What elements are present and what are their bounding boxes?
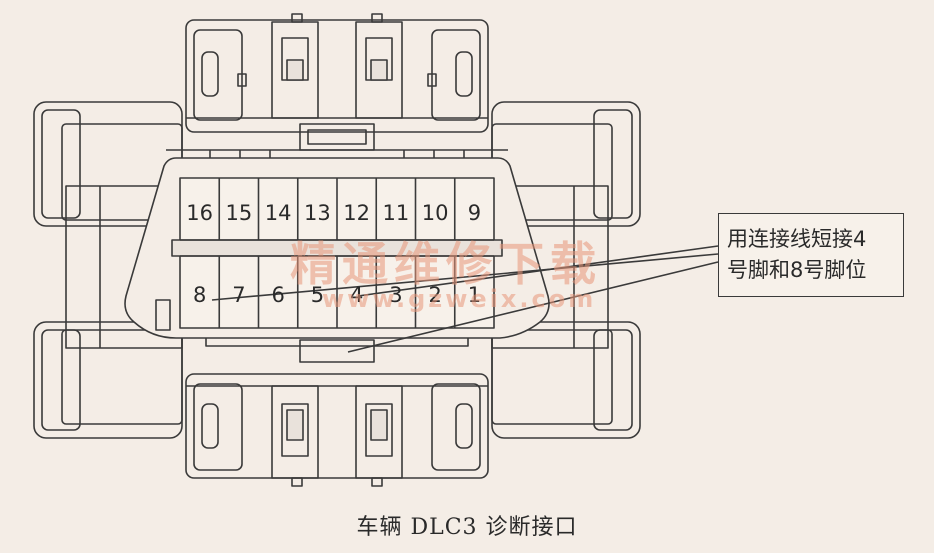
callout-line-1: 用连接线短接4	[727, 227, 867, 251]
pin-label-14: 14	[265, 201, 292, 225]
right-flange	[491, 101, 641, 439]
pin-label-5: 5	[311, 283, 324, 307]
pin-label-11: 11	[383, 201, 410, 225]
pin-label-3: 3	[389, 283, 402, 307]
pin-label-16: 16	[186, 201, 213, 225]
callout-leader-lines	[211, 245, 719, 353]
pin-label-2: 2	[428, 283, 441, 307]
bottom-latch-block	[185, 339, 489, 487]
top-latch-block	[185, 13, 489, 151]
pin-label-15: 15	[226, 201, 253, 225]
pin-grid	[171, 177, 503, 329]
callout-box: 用连接线短接4 号脚和8号脚位	[718, 213, 904, 297]
figure-caption: 车辆 DLC3 诊断接口	[356, 515, 578, 540]
callout-line-2: 号脚和8号脚位	[727, 258, 867, 282]
pin-label-12: 12	[343, 201, 370, 225]
pin-label-1: 1	[468, 283, 481, 307]
pin-label-4: 4	[350, 283, 363, 307]
pin-label-6: 6	[271, 283, 284, 307]
pin-label-10: 10	[422, 201, 449, 225]
pin-label-8: 8	[193, 283, 206, 307]
pin-label-7: 7	[232, 283, 245, 307]
watermark-cn: 精通维修下载	[290, 237, 602, 291]
pin-label-9: 9	[468, 201, 481, 225]
watermark-url: www.gzweix.com	[322, 285, 597, 313]
pin-label-13: 13	[304, 201, 331, 225]
